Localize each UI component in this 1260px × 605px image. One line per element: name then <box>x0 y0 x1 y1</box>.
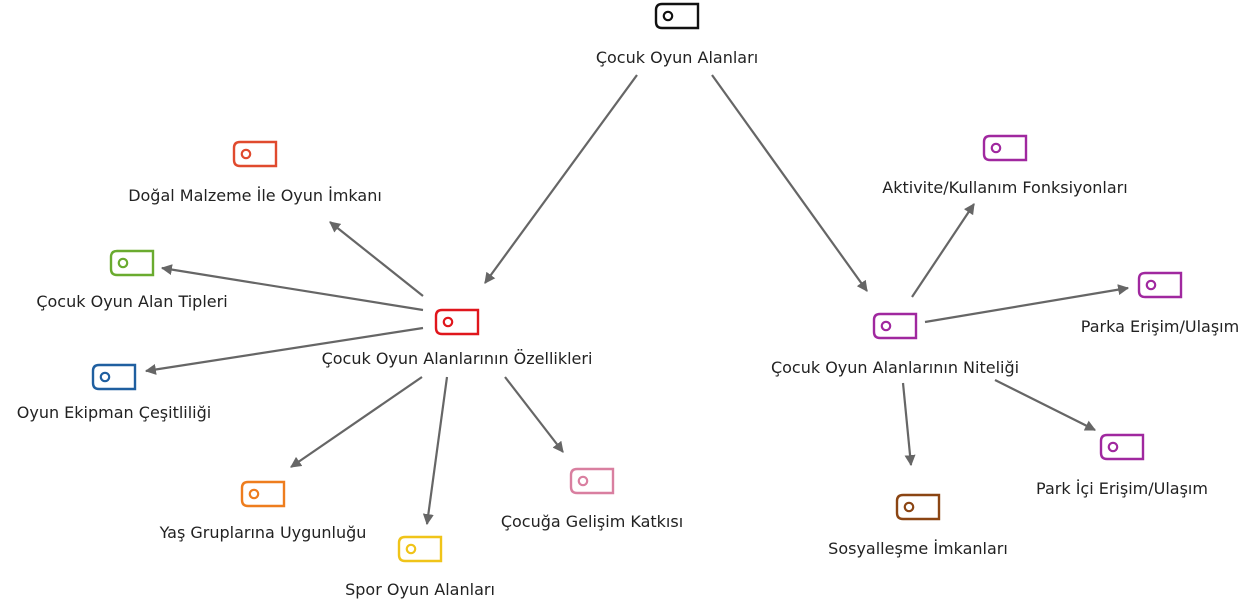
code-tag-icon <box>895 493 941 521</box>
edge-ozellikler-to-gelisim <box>504 376 564 453</box>
code-tag-icon <box>872 312 918 340</box>
code-tag-icon <box>91 363 137 391</box>
edge-ozellikler-to-tipler <box>160 264 424 312</box>
edge-nitelik-to-parkici <box>994 379 1096 431</box>
node-dogal[interactable]: Doğal Malzeme İle Oyun İmkanı <box>128 140 382 205</box>
code-tag-icon <box>1137 271 1183 299</box>
code-tag-icon <box>982 134 1028 162</box>
node-label-parkici: Park İçi Erişim/Ulaşım <box>1036 479 1208 498</box>
code-tag-icon <box>654 2 700 30</box>
node-label-ozellikler: Çocuk Oyun Alanlarının Özellikleri <box>322 349 593 368</box>
edge-root-to-nitelik <box>711 74 868 292</box>
node-label-spor: Spor Oyun Alanları <box>345 580 495 599</box>
node-label-gelisim: Çocuğa Gelişim Katkısı <box>501 512 683 531</box>
edge-ozellikler-to-spor <box>422 376 449 526</box>
node-nitelik[interactable]: Çocuk Oyun Alanlarının Niteliği <box>771 312 1019 377</box>
code-tag-icon <box>232 140 278 168</box>
node-yas[interactable]: Yaş Gruplarına Uygunluğu <box>159 480 367 542</box>
code-tag-icon <box>569 467 615 495</box>
code-tag-icon <box>434 308 480 336</box>
node-label-aktivite: Aktivite/Kullanım Fonksiyonları <box>882 178 1127 197</box>
code-tag-icon <box>240 480 286 508</box>
edge-ozellikler-to-dogal <box>329 221 424 297</box>
node-ekipman[interactable]: Oyun Ekipman Çeşitliliği <box>17 363 211 422</box>
node-label-dogal: Doğal Malzeme İle Oyun İmkanı <box>128 186 382 205</box>
edge-nitelik-to-parka <box>924 284 1130 324</box>
node-label-root: Çocuk Oyun Alanları <box>596 48 758 67</box>
node-gelisim[interactable]: Çocuğa Gelişim Katkısı <box>501 467 683 531</box>
code-tag-icon <box>1099 433 1145 461</box>
node-tipler[interactable]: Çocuk Oyun Alan Tipleri <box>36 249 228 311</box>
edge-ozellikler-to-ekipman <box>144 326 424 375</box>
node-root[interactable]: Çocuk Oyun Alanları <box>596 2 758 67</box>
node-label-nitelik: Çocuk Oyun Alanlarının Niteliği <box>771 358 1019 377</box>
node-aktivite[interactable]: Aktivite/Kullanım Fonksiyonları <box>882 134 1128 197</box>
code-tag-icon <box>109 249 155 277</box>
node-spor[interactable]: Spor Oyun Alanları <box>345 535 495 599</box>
edge-nitelik-to-aktivite <box>911 203 975 298</box>
edges-layer <box>144 74 1130 526</box>
edge-nitelik-to-sosyal <box>901 382 916 467</box>
node-parkici[interactable]: Park İçi Erişim/Ulaşım <box>1036 433 1208 498</box>
node-ozellikler[interactable]: Çocuk Oyun Alanlarının Özellikleri <box>322 308 593 368</box>
code-tag-icon <box>397 535 443 563</box>
node-parka[interactable]: Parka Erişim/Ulaşım <box>1081 271 1239 336</box>
node-label-parka: Parka Erişim/Ulaşım <box>1081 317 1239 336</box>
node-label-tipler: Çocuk Oyun Alan Tipleri <box>36 292 227 311</box>
node-label-yas: Yaş Gruplarına Uygunluğu <box>159 523 367 542</box>
edge-ozellikler-to-yas <box>290 376 423 468</box>
node-sosyal[interactable]: Sosyalleşme İmkanları <box>828 493 1008 558</box>
edge-root-to-ozellikler <box>484 74 638 284</box>
node-label-sosyal: Sosyalleşme İmkanları <box>828 539 1008 558</box>
node-label-ekipman: Oyun Ekipman Çeşitliliği <box>17 403 211 422</box>
